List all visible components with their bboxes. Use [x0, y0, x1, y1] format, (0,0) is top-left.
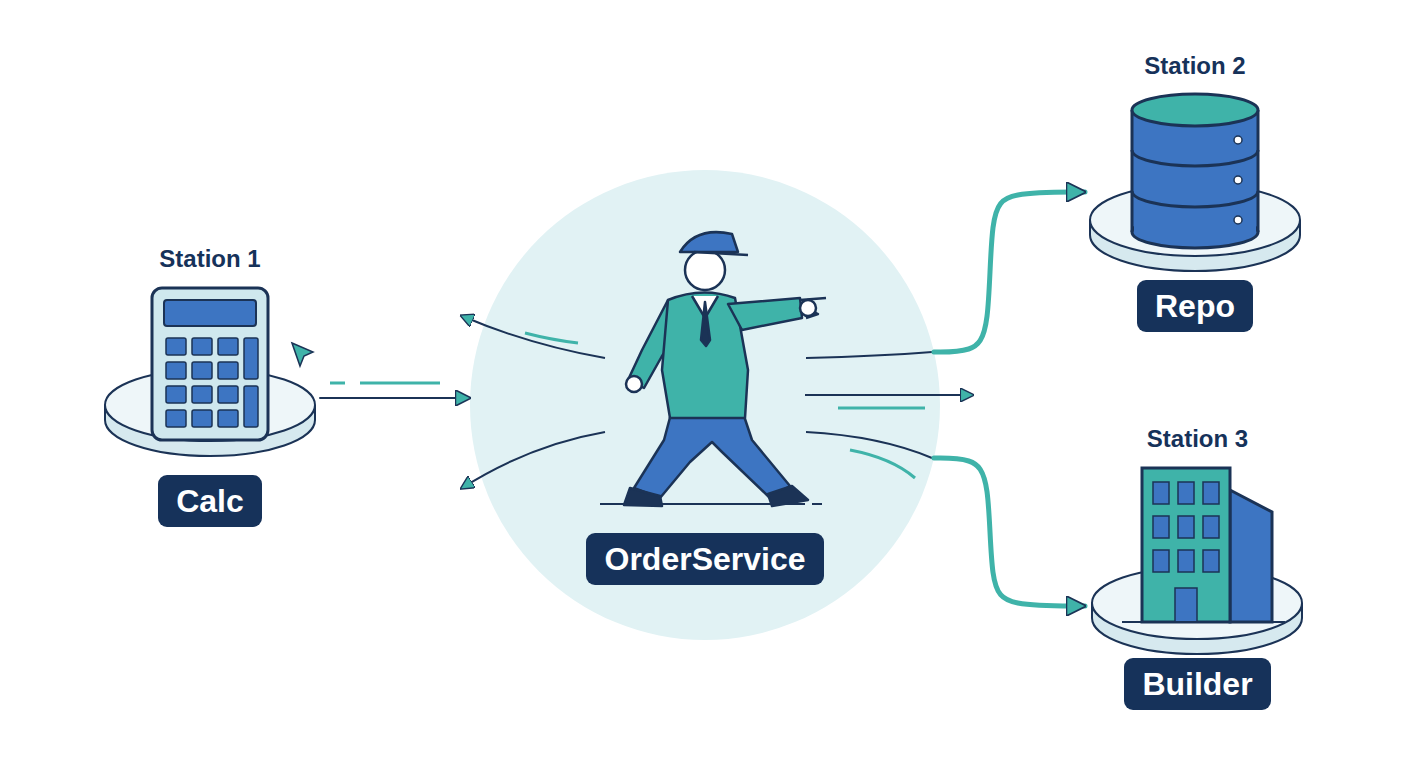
- station-node: Station 1 Calc: [100, 245, 320, 527]
- platform: [105, 369, 315, 456]
- node-label: Calc: [158, 475, 262, 527]
- flow-connector: [934, 458, 1085, 606]
- station-title: Station 3: [1147, 425, 1248, 453]
- station-node: Station 3 Builder: [1085, 425, 1310, 710]
- node-label: Builder: [1124, 658, 1270, 710]
- station-title: Station 1: [159, 245, 260, 273]
- flow-connector: [320, 397, 470, 399]
- node-label: Repo: [1137, 280, 1253, 332]
- platform: [1090, 184, 1300, 271]
- calculator-icon: [152, 288, 268, 440]
- service-circle: OrderService: [470, 170, 940, 640]
- node-label: OrderService: [586, 533, 823, 585]
- building-icon: [1122, 468, 1285, 622]
- station-node: Station 2 Repo: [1085, 52, 1305, 332]
- platform: [1092, 567, 1302, 654]
- database-icon: [1132, 94, 1258, 248]
- flow-connector: [934, 192, 1085, 352]
- station-title: Station 2: [1144, 52, 1245, 80]
